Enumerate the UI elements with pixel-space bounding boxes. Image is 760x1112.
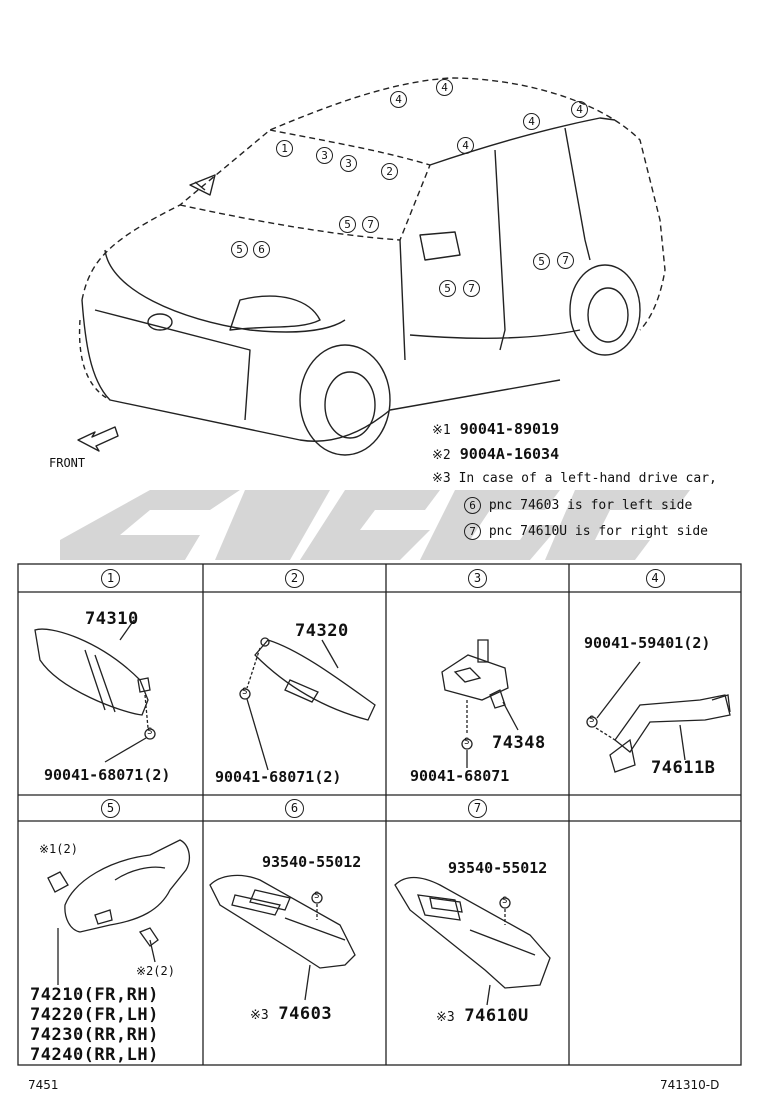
footer-right: 741310-D: [660, 1078, 720, 1092]
callout-6: 6: [253, 241, 270, 258]
note-3-line-1-num: 6: [464, 497, 481, 514]
col-header-4-num: 4: [645, 568, 665, 588]
visor-holder-drawing: [441, 639, 519, 768]
switch-base-lh-drawing: [209, 874, 356, 1001]
part-74348: 74348: [492, 733, 546, 753]
col-header-3: 3: [386, 564, 569, 592]
mark-2-qty: ※2(2): [136, 964, 175, 978]
note-2-mark: ※2: [432, 448, 451, 463]
fastener-cell-1: 90041-68071(2): [44, 766, 171, 784]
col-header-5-num: 5: [101, 798, 120, 818]
fastener-cell-2: 90041-68071(2): [215, 768, 342, 786]
footer-left: 7451: [28, 1078, 59, 1092]
vehicle-illustration: [77, 77, 666, 456]
part-74610U: ※3 74610U: [436, 1006, 529, 1026]
note-3-line-2-text: pnc 74610U is for right side: [488, 524, 708, 539]
part-74610U-number: 74610U: [464, 1006, 529, 1026]
callout-1: 1: [276, 140, 293, 157]
note-3-mark: ※3: [432, 471, 451, 486]
callout-7a: 7: [362, 216, 379, 233]
callout-5c: 5: [533, 253, 550, 270]
col-header-2: 2: [203, 564, 386, 592]
col-header-7-num: 7: [468, 798, 487, 818]
part-74603-prefix: ※3: [250, 1008, 269, 1023]
note-3-line-1-text: pnc 74603 is for left side: [488, 498, 693, 513]
callout-3a: 3: [316, 147, 333, 164]
col-header-2-num: 2: [285, 568, 304, 588]
col-header-6: 6: [203, 795, 386, 821]
col-header-7: 7: [386, 795, 569, 821]
parts-table-grid: [17, 563, 742, 1066]
callout-3b: 3: [340, 155, 357, 172]
callout-7b: 7: [557, 252, 574, 269]
part-74230: 74230(RR,RH): [30, 1025, 159, 1045]
part-74611B: 74611B: [651, 758, 716, 778]
fastener-cell-7: 93540-55012: [448, 859, 548, 877]
note-1-mark: ※1: [432, 423, 451, 438]
note-2: ※2 9004A-16034: [432, 445, 559, 463]
mark-1-qty: ※1(2): [39, 842, 78, 856]
note-3-line-2-num: 7: [464, 523, 481, 540]
col-header-1-num: 1: [101, 568, 120, 588]
sun-visor-rh-drawing: [34, 619, 156, 763]
note-3: ※3 In case of a left-hand drive car,: [432, 471, 717, 486]
switch-base-rh-drawing: [394, 876, 551, 1006]
note-3-text: In case of a left-hand drive car,: [458, 471, 717, 486]
col-header-6-num: 6: [285, 798, 304, 818]
callout-4a: 4: [390, 91, 407, 108]
watermark-logo: [60, 490, 690, 560]
callout-5b: 5: [231, 241, 248, 258]
part-74210: 74210(FR,RH): [30, 985, 159, 1005]
callout-4e: 4: [457, 137, 474, 154]
callout-4d: 4: [571, 101, 588, 118]
sun-visor-lh-drawing: [239, 637, 376, 771]
s-mark-1: S: [147, 727, 153, 737]
assist-grip-drawing: [586, 661, 731, 773]
callout-4c: 4: [523, 113, 540, 130]
part-74610U-prefix: ※3: [436, 1010, 455, 1025]
part-74603: ※3 74603: [250, 1004, 332, 1024]
inside-handle-drawing: [47, 839, 191, 985]
s-mark-3: S: [464, 737, 470, 747]
s-mark-2: S: [242, 687, 248, 697]
s-mark-7: S: [502, 896, 508, 906]
col-header-3-num: 3: [468, 568, 487, 588]
note-1-value: 90041-89019: [459, 420, 560, 438]
note-2-value: 9004A-16034: [459, 445, 560, 463]
part-74310: 74310: [85, 609, 139, 629]
note-3-line-2: 7 pnc 74610U is for right side: [464, 523, 708, 540]
fastener-cell-3: 90041-68071: [410, 767, 510, 785]
note-1: ※1 90041-89019: [432, 420, 559, 438]
fastener-cell-6: 93540-55012: [262, 853, 362, 871]
callout-2: 2: [381, 163, 398, 180]
part-74220: 74220(FR,LH): [30, 1005, 159, 1025]
part-74603-number: 74603: [278, 1004, 333, 1024]
s-mark-4: S: [589, 715, 595, 725]
col-header-1: 1: [18, 564, 203, 592]
front-label: FRONT: [49, 456, 86, 470]
fastener-cell-4: 90041-59401(2): [584, 634, 711, 652]
s-mark-6: S: [314, 891, 320, 901]
part-74320: 74320: [295, 621, 349, 641]
col-header-5: 5: [18, 795, 203, 821]
callout-4b: 4: [436, 79, 453, 96]
callout-5a: 5: [339, 216, 356, 233]
part-74240: 74240(RR,LH): [30, 1045, 159, 1065]
callout-5d: 5: [439, 280, 456, 297]
col-header-4: 4: [569, 564, 741, 592]
note-3-line-1: 6 pnc 74603 is for left side: [464, 497, 692, 514]
callout-7c: 7: [463, 280, 480, 297]
